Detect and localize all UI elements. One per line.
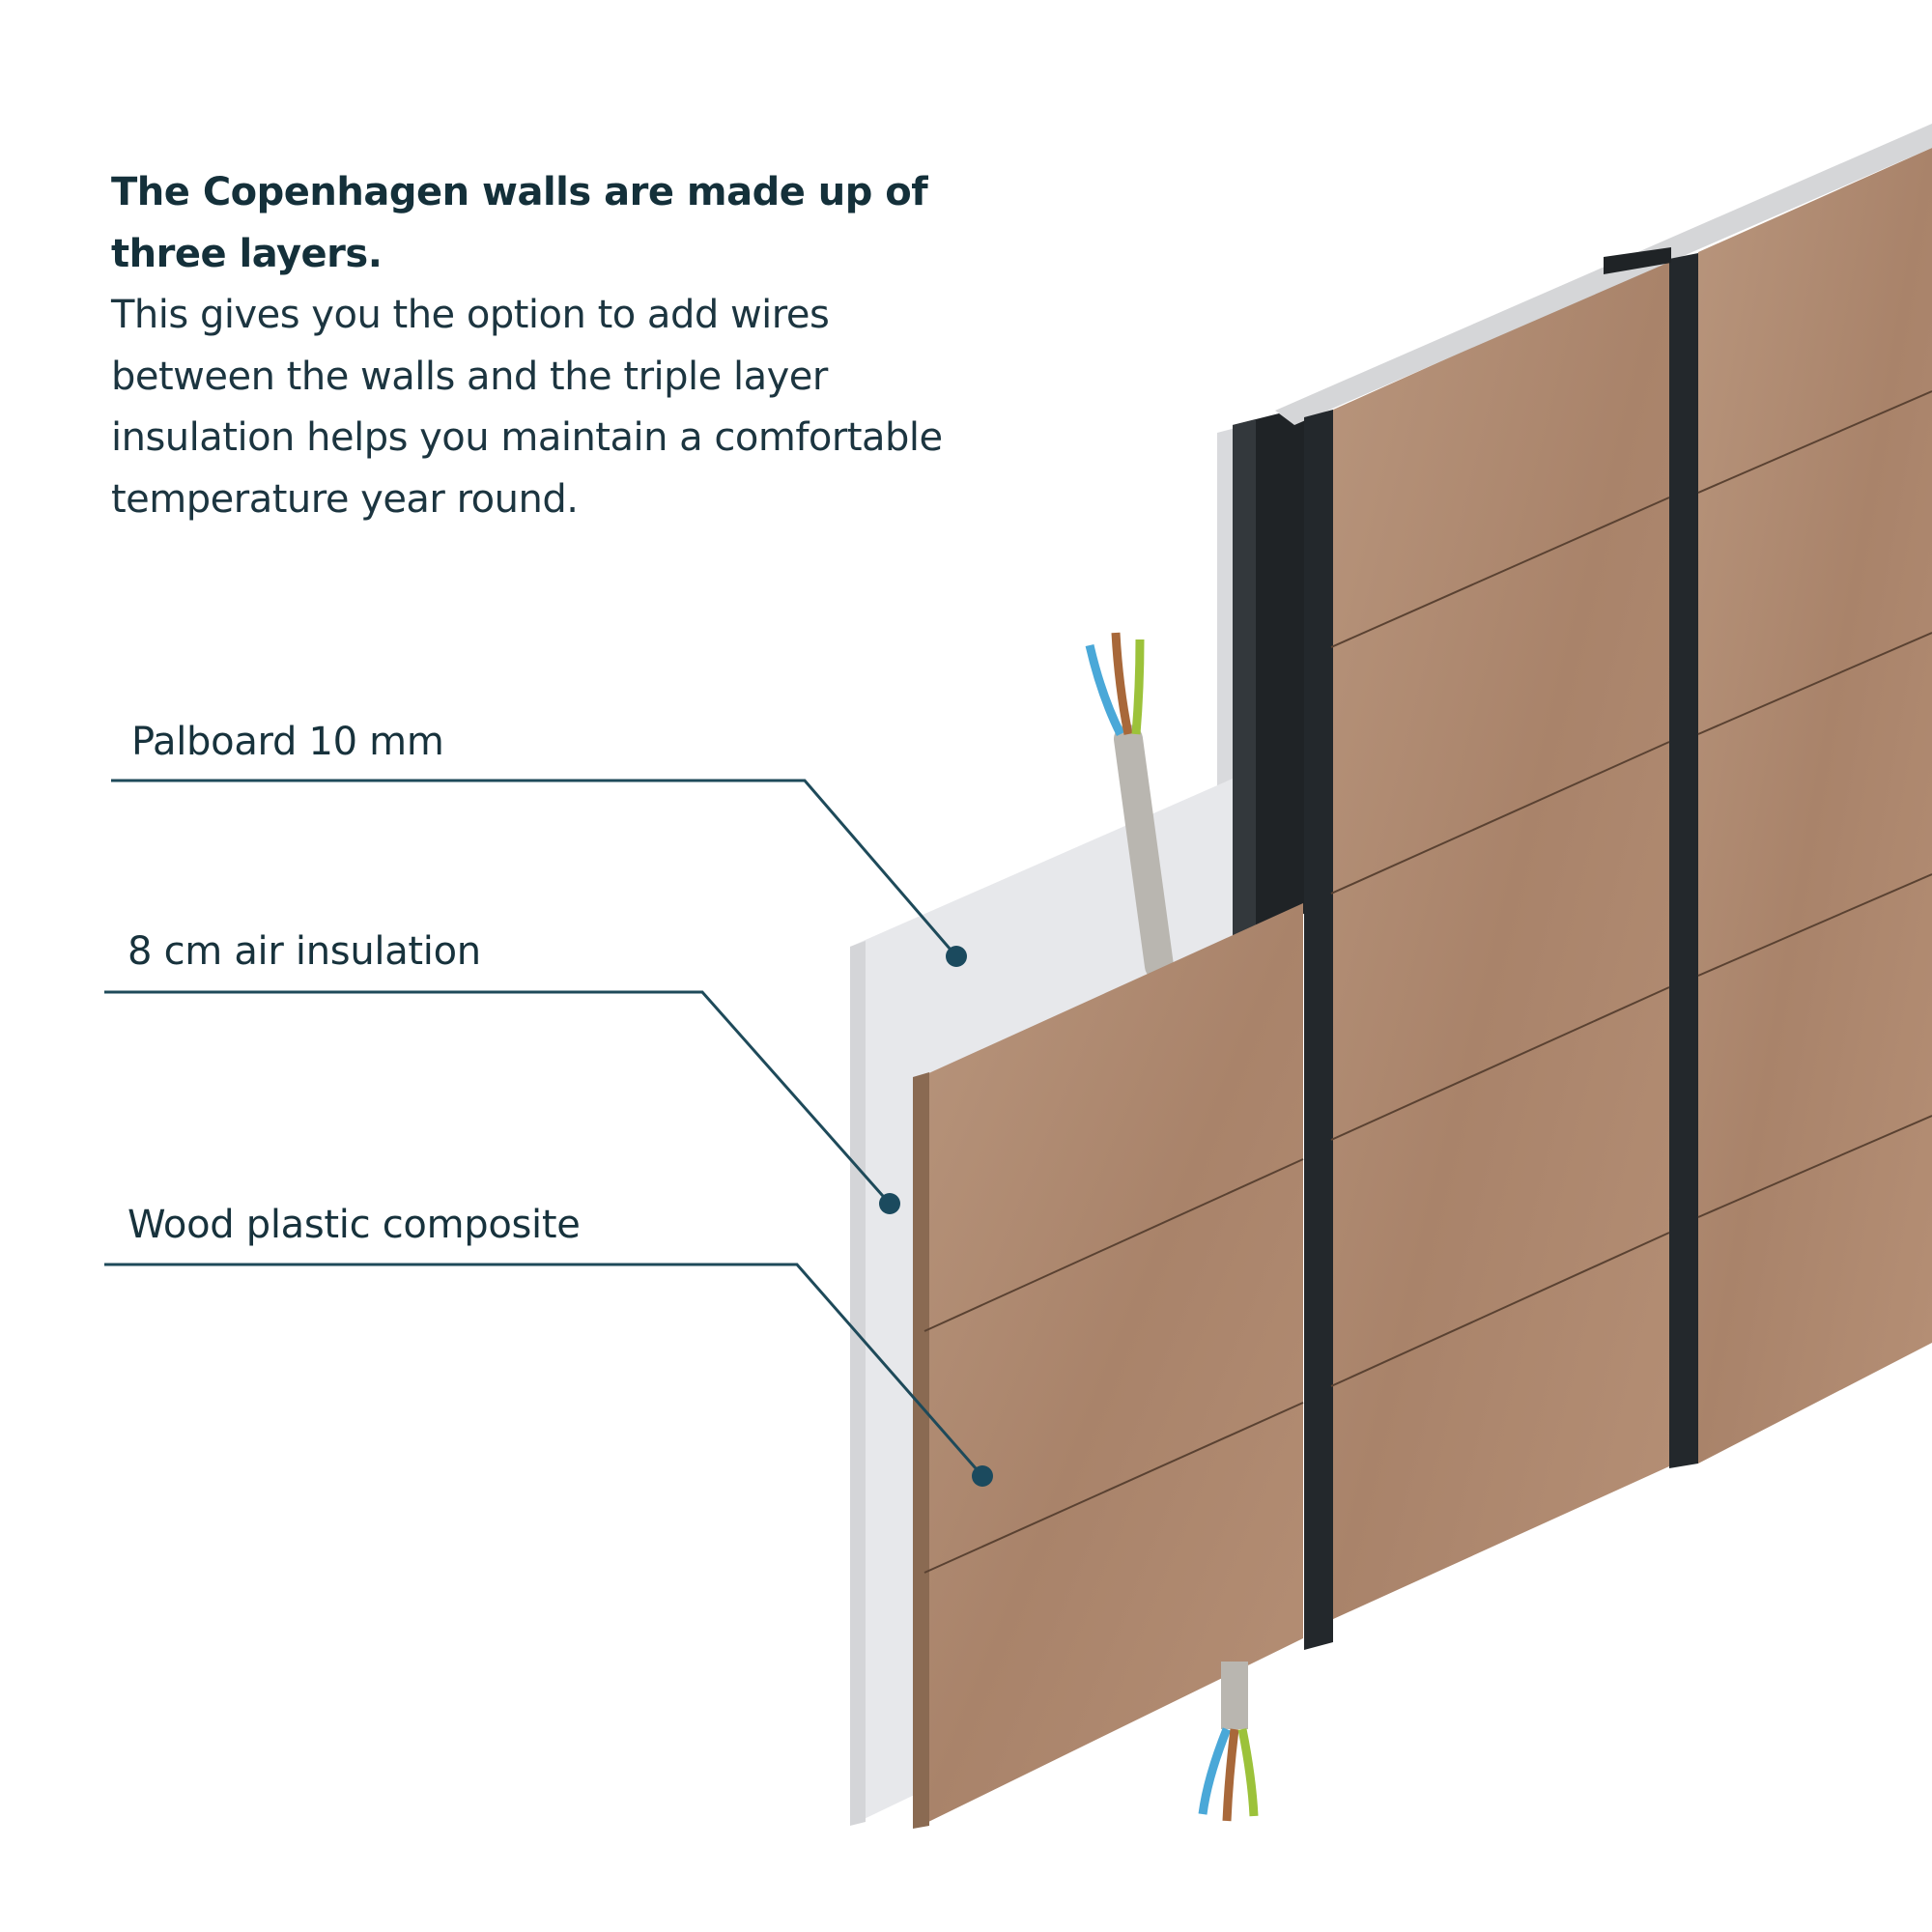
label-wood-plastic-composite: Wood plastic composite bbox=[128, 1203, 581, 1247]
intro-title: The Copenhagen walls are made up of thre… bbox=[111, 170, 928, 276]
post-strip-1 bbox=[1304, 410, 1333, 1650]
leader-line-air bbox=[104, 990, 892, 1205]
leader-line-wpc bbox=[104, 1263, 984, 1477]
post-strip-2 bbox=[1669, 253, 1698, 1468]
intro-body: This gives you the option to add wires b… bbox=[111, 293, 943, 522]
leader-dot-wpc bbox=[972, 1465, 993, 1487]
wood-panel-middle bbox=[1331, 259, 1669, 1620]
wpc-profile-edge bbox=[913, 1072, 929, 1829]
cable-top bbox=[1085, 632, 1174, 980]
cable-bottom bbox=[1198, 1662, 1259, 1822]
intro-text: The Copenhagen walls are made up of thre… bbox=[111, 162, 980, 530]
label-air-insulation: 8 cm air insulation bbox=[128, 929, 481, 974]
leader-dot-palboard bbox=[946, 946, 967, 967]
wood-panel-front bbox=[924, 903, 1303, 1824]
label-palboard: Palboard 10 mm bbox=[131, 720, 444, 764]
leader-dot-air bbox=[879, 1193, 900, 1214]
wood-panel-right bbox=[1698, 148, 1932, 1463]
leader-line-palboard bbox=[111, 779, 958, 957]
